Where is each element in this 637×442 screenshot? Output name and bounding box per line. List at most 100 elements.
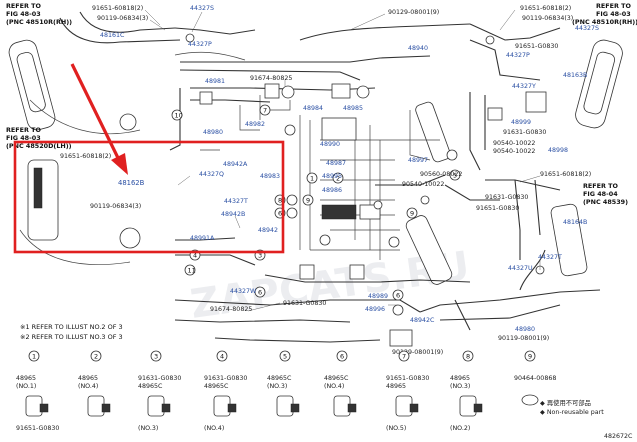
inset-bolt-drawing xyxy=(227,403,237,413)
shock-absorber-left-lower xyxy=(27,159,141,249)
ref-mid-left: REFER TO FIG 48-03 (PNC 48520D(LH)) xyxy=(6,126,72,150)
label-p25: 48998 xyxy=(548,147,568,154)
svg-text:FIG 48-03: FIG 48-03 xyxy=(596,10,631,18)
label-p33: 48983 xyxy=(260,173,280,180)
label-p53: 48989 xyxy=(368,293,388,300)
label-p56: 90129-08001(9) xyxy=(392,349,443,356)
inset-grommet-drawing xyxy=(521,394,539,406)
inset-label-b: (NO.1) xyxy=(16,383,36,390)
inset-label-a: 90464-00868 xyxy=(514,375,556,382)
inset-number-circle xyxy=(90,350,102,362)
highlighted-labels: 91651-60818(2) 48162B 44327Q 48942A 9011… xyxy=(60,153,278,242)
inset-number-circle xyxy=(28,350,40,362)
label-p43: 91651-60818(2) xyxy=(540,171,591,178)
svg-text:FIG 48-03: FIG 48-03 xyxy=(6,10,41,18)
inset-number: 3 xyxy=(154,353,158,361)
legend-en: ◆ Non-reusable part xyxy=(540,409,604,416)
label-p17: 48984 xyxy=(303,105,323,112)
inset-bolt-drawing xyxy=(161,403,171,413)
label-p46: 48164B xyxy=(563,219,587,226)
label-p39: 44327T xyxy=(224,198,248,205)
label-p37: 48942A xyxy=(223,161,248,168)
inset-clip-drawing xyxy=(333,395,351,417)
ref-mid-right: REFER TO FIG 48-04 (PNC 48539) xyxy=(583,182,628,206)
figure-id: 482672C xyxy=(604,433,633,440)
label-p52: 48942C xyxy=(410,317,435,324)
inset-5: 5 48965C(NO.3) xyxy=(267,350,300,417)
label-p27: 90560-08022 xyxy=(420,171,462,178)
label-p44: 91631-G0830 xyxy=(485,194,528,201)
svg-text:7: 7 xyxy=(263,107,267,115)
inset-number: 4 xyxy=(220,353,224,361)
label-p14: 44327Y xyxy=(512,83,536,90)
label-p47: 44327T xyxy=(538,254,562,261)
label-p11: 48940 xyxy=(408,45,428,52)
inset-bolt-drawing xyxy=(39,403,49,413)
leader-lines xyxy=(144,9,541,312)
svg-text:10: 10 xyxy=(175,112,183,120)
inset-clip-drawing xyxy=(25,395,43,417)
inset-bolt-drawing xyxy=(473,403,483,413)
inset-clip-drawing xyxy=(459,395,477,417)
shock-absorber-left-upper xyxy=(8,39,56,131)
inset-number: 9 xyxy=(528,353,532,361)
inset-number-circle xyxy=(279,350,291,362)
inset-clip-drawing xyxy=(147,395,165,417)
legend: ◆ 再使用不可部品 ◆ Non-reusable part 482672C xyxy=(540,398,633,440)
svg-text:6: 6 xyxy=(396,292,400,300)
inset-label-a: 48965C xyxy=(324,375,349,382)
inset-label-a: 48965 xyxy=(78,375,98,382)
inset-number: 8 xyxy=(466,353,470,361)
label-p20: 48980 xyxy=(203,129,223,136)
arrow-head xyxy=(111,153,128,175)
inset-label-c: (NO.4) xyxy=(204,425,224,432)
ref-top-right: REFER TO FIG 48-03 (PNC 48510R(RH)) xyxy=(572,2,637,26)
svg-text:11: 11 xyxy=(188,267,196,275)
inset-label-b: 48965C xyxy=(138,383,163,390)
label-p48: 90119-08001(9) xyxy=(498,335,549,342)
svg-text:(PNC 48510R(RH)): (PNC 48510R(RH)) xyxy=(6,18,72,26)
inset-clip-drawing xyxy=(213,395,231,417)
part-labels: 91651-60818(2) 90119-06834(3) 44327S 443… xyxy=(92,5,599,194)
inset-label-b: 48965C xyxy=(204,383,229,390)
svg-text:9: 9 xyxy=(410,210,414,218)
svg-text:(PNC 48520D(LH)): (PNC 48520D(LH)) xyxy=(6,142,72,150)
label-p10: 91651-G0830 xyxy=(515,43,558,50)
label-p54: 44327W xyxy=(230,288,257,295)
shock-absorber-right-upper xyxy=(575,39,623,129)
label-p8: 90119-06834(3) xyxy=(522,15,573,22)
inset-number-circle xyxy=(398,350,410,362)
inset-label-a: 48965 xyxy=(450,375,470,382)
inset-9: 9 90464-00868 xyxy=(514,350,556,406)
svg-text:REFER TO: REFER TO xyxy=(583,182,619,190)
label-p26: 48997 xyxy=(408,157,428,164)
label-p51: 91631-G0830 xyxy=(283,300,326,307)
label-p28: 90540-10022 xyxy=(402,181,444,188)
label-p2: 90119-06834(3) xyxy=(97,15,148,22)
inset-number-circle xyxy=(462,350,474,362)
svg-text:(PNC 48539): (PNC 48539) xyxy=(583,198,628,206)
svg-text:REFER TO: REFER TO xyxy=(596,2,632,10)
ref-top-left: REFER TO FIG 48-03 (PNC 48510R(RH)) xyxy=(6,2,72,26)
inset-clip-drawing xyxy=(87,395,105,417)
svg-text:1: 1 xyxy=(310,175,314,183)
label-p23: 90540-10022 xyxy=(493,140,535,147)
note-2: ※2 REFER TO ILLUST NO.3 OF 3 xyxy=(20,333,123,341)
inset-row: 148965(NO.1)91651-G0830248965(NO.4)39163… xyxy=(16,350,556,432)
label-p40: 48942B xyxy=(221,211,245,218)
svg-text:FIG 48-03: FIG 48-03 xyxy=(6,134,41,142)
inset-label-b: (NO.4) xyxy=(78,383,98,390)
inset-number: 5 xyxy=(283,353,287,361)
inset-label-c: (NO.5) xyxy=(386,425,406,432)
svg-text:9: 9 xyxy=(306,197,310,205)
label-p24: 90540-10022 xyxy=(493,148,535,155)
inset-label-b: (NO.3) xyxy=(267,383,287,390)
inset-label-a: 48965C xyxy=(267,375,292,382)
inset-number: 6 xyxy=(340,353,344,361)
inset-number: 2 xyxy=(94,353,98,361)
label-p35: 48162B xyxy=(118,179,145,187)
